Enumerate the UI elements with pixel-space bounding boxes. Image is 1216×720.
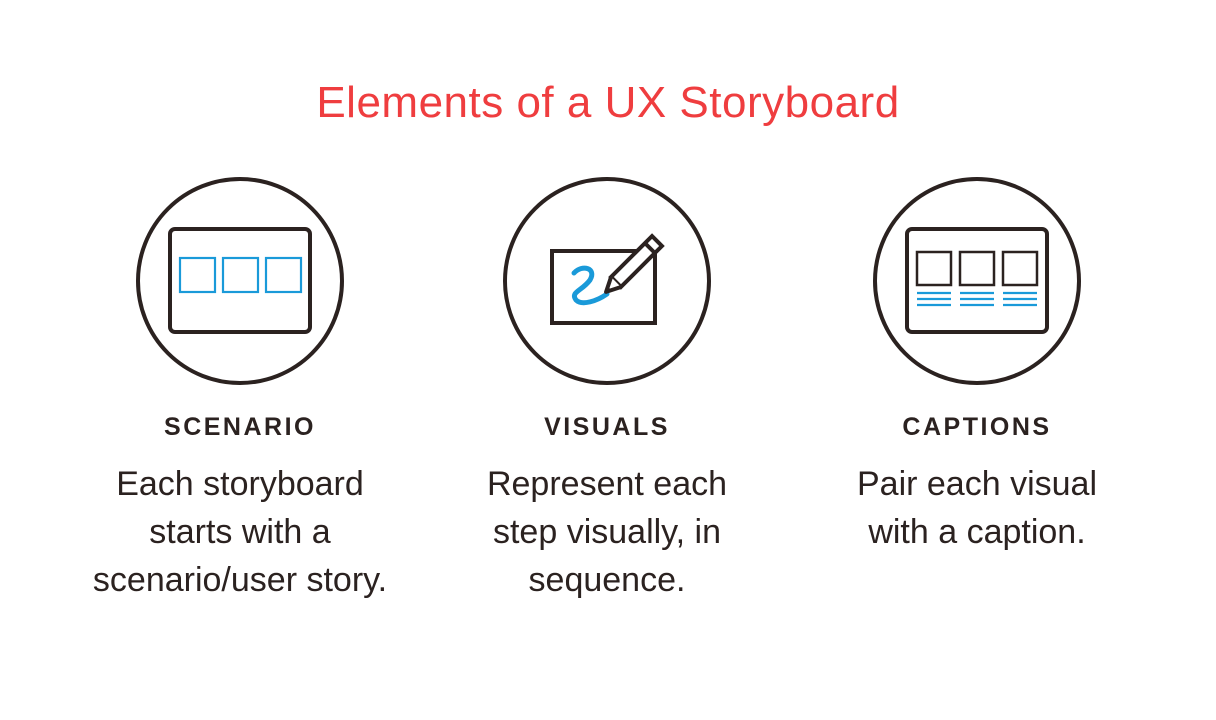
pencil-drawing-icon	[503, 177, 711, 385]
element-captions: CAPTIONS Pair each visual with a caption…	[797, 176, 1157, 556]
description-line: starts with a	[149, 513, 331, 551]
storyboard-frames-icon	[136, 177, 344, 385]
element-description: Each storyboard starts with a scenario/u…	[60, 460, 420, 604]
description-line: step visually, in	[492, 513, 722, 551]
page-title: Elements of a UX Storyboard	[316, 78, 900, 127]
element-heading: SCENARIO	[164, 413, 316, 441]
description-line: sequence.	[528, 561, 686, 599]
element-scenario: SCENARIO Each storyboard starts with a s…	[60, 176, 420, 604]
description-line: scenario/user story.	[92, 561, 388, 599]
captioned-frames-icon	[873, 177, 1081, 385]
element-description: Represent each step visually, in sequenc…	[427, 460, 787, 604]
description-line: Represent each	[486, 465, 728, 503]
description-line: Each storyboard	[116, 465, 364, 503]
element-heading: CAPTIONS	[902, 413, 1052, 441]
element-heading: VISUALS	[544, 413, 670, 441]
element-description: Pair each visual with a caption.	[797, 460, 1157, 556]
description-line: with a caption.	[868, 513, 1086, 551]
element-visuals: VISUALS Represent each step visually, in…	[427, 176, 787, 604]
description-line: Pair each visual	[856, 465, 1097, 503]
